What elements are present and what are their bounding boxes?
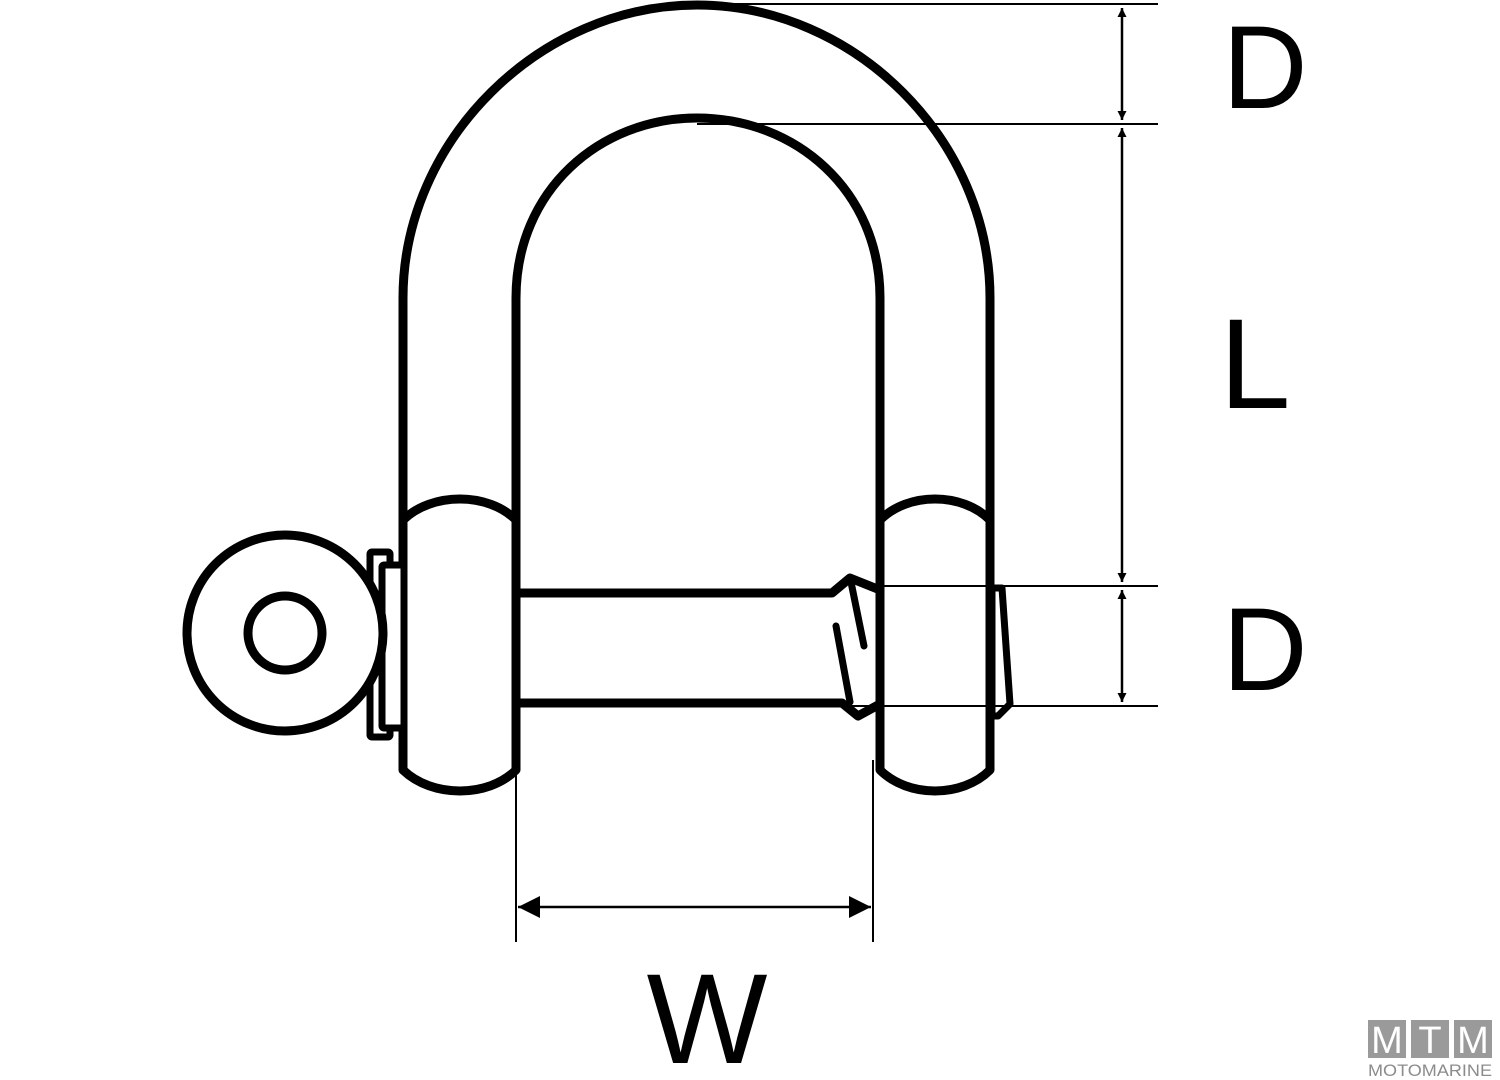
logo-letter-3: M <box>1457 1020 1489 1062</box>
label-length: L <box>1219 293 1290 436</box>
dimension-arrows <box>518 8 1127 918</box>
logo-box-3 <box>1454 1020 1492 1058</box>
bow-inner <box>511 113 885 525</box>
pin-eye <box>182 530 388 736</box>
label-top-d: D <box>1222 2 1307 134</box>
label-width: W <box>647 948 768 1080</box>
logo-letter-2: T <box>1418 1020 1441 1062</box>
logo-name: MOTOMARINE <box>1368 1061 1492 1080</box>
logo-box-1 <box>1368 1020 1406 1058</box>
shackle-body <box>398 0 995 525</box>
label-pin-d: D <box>1222 584 1307 716</box>
pin-collar <box>366 548 408 741</box>
logo-letter-1: M <box>1371 1020 1403 1062</box>
right-boss <box>875 494 995 796</box>
logo-box-2 <box>1411 1020 1449 1058</box>
extension-lines <box>515 3 1158 942</box>
logo: M T M MOTOMARINE <box>1368 1020 1492 1080</box>
pin-tip <box>988 584 1014 720</box>
pin-shank <box>511 573 885 721</box>
bow-outer <box>398 0 995 525</box>
left-boss <box>398 494 521 796</box>
